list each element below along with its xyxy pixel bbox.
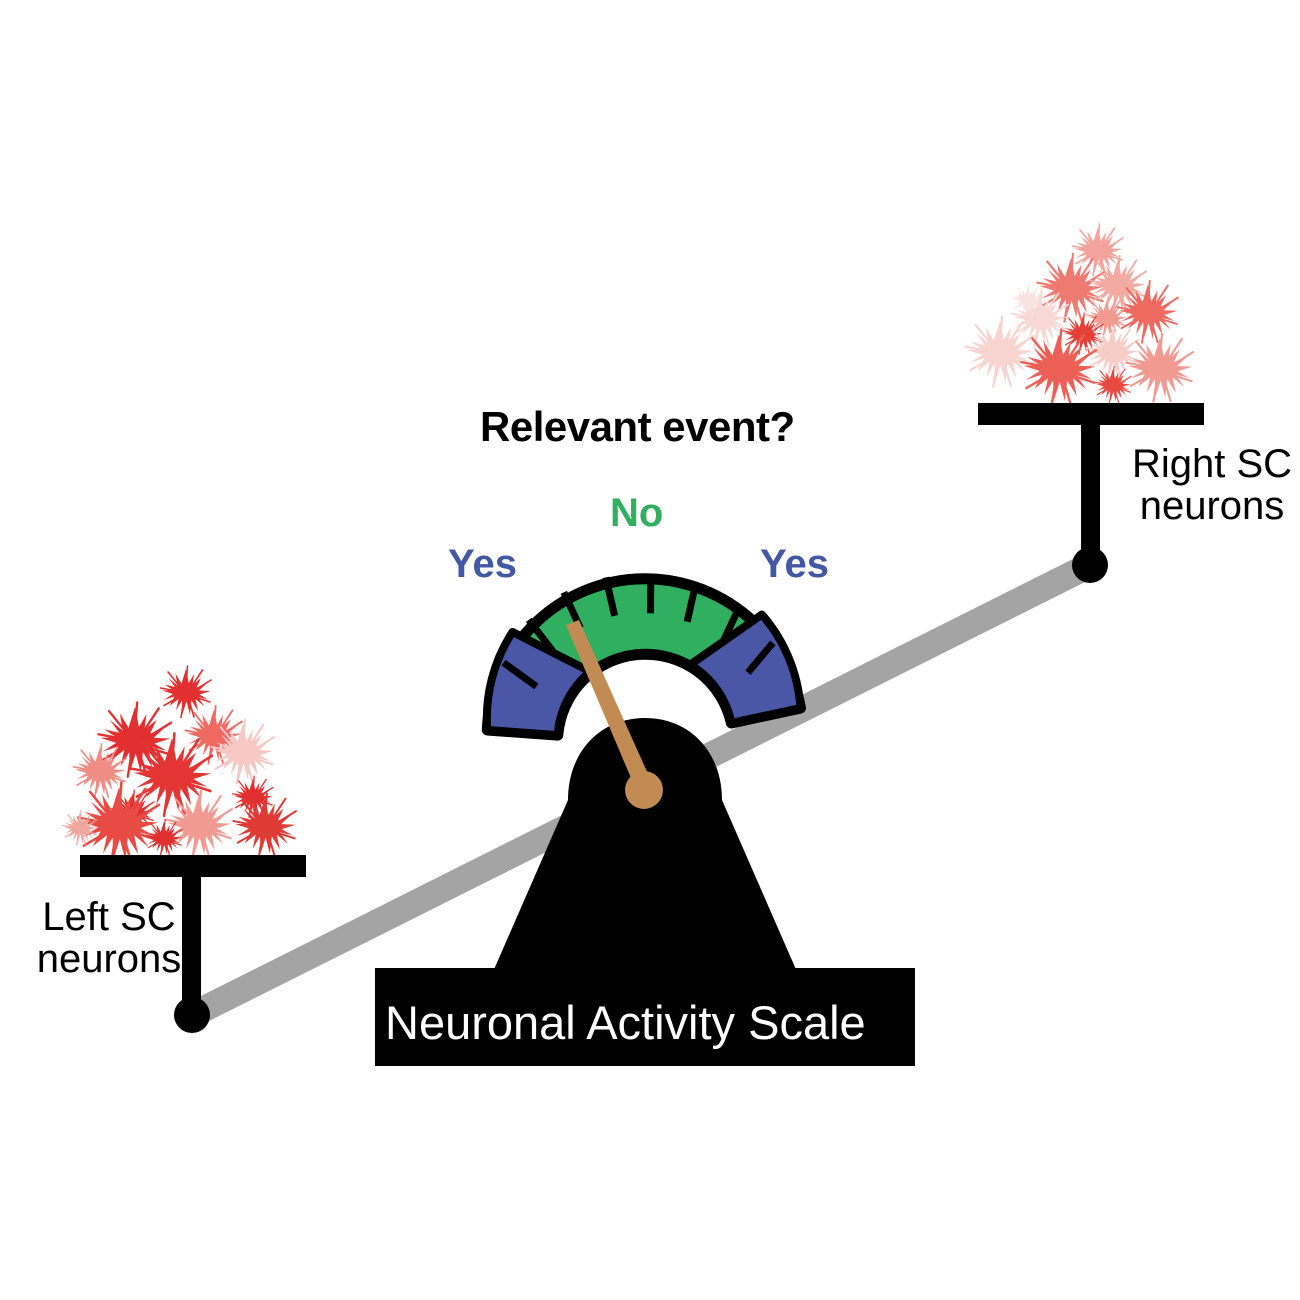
right-pan-post [1081,414,1100,562]
gauge [481,573,807,809]
right-pan-label-line2: neurons [1139,484,1285,529]
left-pan-label-line2: neurons [36,937,182,982]
gauge-yes-left-label: Yes [448,542,517,586]
fulcrum-stand [375,718,915,1066]
left-pan-post [182,866,201,1014]
right-pan-label-line1: Right SC [1131,442,1293,486]
fulcrum-base-plate [375,968,915,1066]
right-pan-pivot [1072,547,1108,583]
right-neuron-cluster [964,223,1195,407]
gauge-needle [566,620,663,809]
left-pan-pivot [174,997,210,1033]
needle-hub [625,771,663,809]
base-plate-label: Neuronal Activity Scale [385,996,866,1049]
gauge-ticks [501,574,776,690]
gauge-no-label: No [610,491,664,535]
left-pan-assembly [62,665,306,1033]
left-pan-label-line1: Left SC [42,895,176,939]
gauge-yes-right-label: Yes [760,542,829,586]
gauge-yes-right-zone [686,610,805,727]
left-neuron-cluster [62,665,297,867]
page-title: Relevant event? [480,403,795,450]
right-pan-assembly [964,223,1204,583]
